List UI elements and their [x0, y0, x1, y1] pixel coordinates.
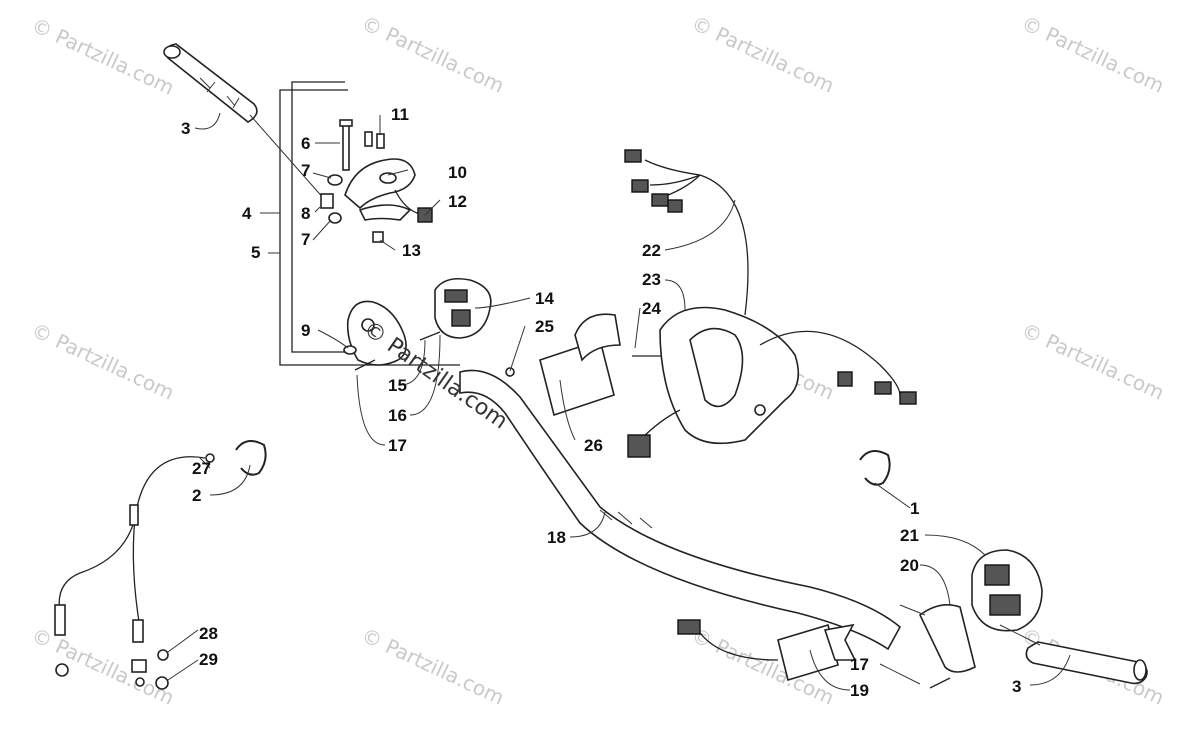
- callout-9: 9: [301, 321, 310, 340]
- watermark: © Partzilla.com: [1018, 318, 1168, 405]
- heat-shield-26: [539, 313, 621, 417]
- watermark: © Partzilla.com: [358, 623, 508, 710]
- callout-8: 8: [301, 204, 310, 223]
- spacers-7-8: [320, 174, 343, 224]
- callout-1: 1: [910, 499, 919, 518]
- screws-left: [354, 331, 441, 371]
- callout-27: 27: [192, 459, 211, 478]
- callout-6: 6: [301, 134, 310, 153]
- clamps: [235, 440, 891, 486]
- throttle-housing-9: [343, 300, 407, 366]
- watermark: © Partzilla.com: [28, 623, 178, 710]
- washers-28-29: [155, 649, 169, 690]
- item-25: [505, 367, 515, 377]
- watermark: © Partzilla.com: [28, 13, 178, 100]
- watermark: © Partzilla.com: [1018, 11, 1168, 98]
- watermark: © Partzilla.com: [688, 11, 838, 98]
- watermark: © Partzilla.com: [28, 318, 178, 405]
- callout-5: 5: [251, 243, 260, 262]
- callout-4: 4: [242, 204, 252, 223]
- item-11: [364, 131, 385, 149]
- callout-25: 25: [535, 317, 554, 336]
- callout-28: 28: [199, 624, 218, 643]
- callout-18: 18: [547, 528, 566, 547]
- watermark: © Partzilla.com: [358, 11, 508, 98]
- callout-2: 2: [192, 486, 201, 505]
- heat-element-19: [677, 619, 857, 682]
- item-13: [372, 231, 384, 243]
- callout-26: 26: [584, 436, 603, 455]
- throttle-cable-27: [54, 453, 215, 687]
- callout-24: 24: [642, 299, 661, 318]
- callout-16: 16: [388, 406, 407, 425]
- callout-12: 12: [448, 192, 467, 211]
- callout-15: 15: [388, 376, 407, 395]
- bracket-20: [918, 604, 976, 673]
- wiring-harness-22: [624, 149, 749, 316]
- switch-housing-14: [434, 277, 492, 339]
- callout-11: 11: [391, 105, 409, 124]
- right-grip: [899, 604, 1148, 685]
- callout-7-top: 7: [301, 161, 310, 180]
- callout-3-left: 3: [181, 119, 190, 138]
- handlebar-18: [459, 369, 902, 651]
- callout-3-right: 3: [1012, 677, 1021, 696]
- bolt-6: [339, 119, 353, 171]
- callout-10: 10: [448, 163, 467, 182]
- screw-17-right: [929, 677, 951, 689]
- leader-lines: [167, 112, 1071, 691]
- right-switch-21: [971, 549, 1043, 632]
- callout-7-bottom: 7: [301, 230, 310, 249]
- callout-13: 13: [402, 241, 421, 260]
- callout-29: 29: [199, 650, 218, 669]
- callout-21: 21: [900, 526, 919, 545]
- callout-labels: 3 6 11 7 10 4 8 12 7 5 13 22 23 14 24 25…: [181, 105, 1021, 700]
- callout-23: 23: [642, 270, 661, 289]
- callout-14: 14: [535, 289, 554, 308]
- callout-20: 20: [900, 556, 919, 575]
- throttle-lever-10: [344, 158, 416, 221]
- callout-17-left: 17: [388, 436, 407, 455]
- callout-22: 22: [642, 241, 661, 260]
- right-housing-23: [627, 306, 917, 458]
- callout-17-right: 17: [850, 655, 869, 674]
- callout-19: 19: [850, 681, 869, 700]
- left-grip: [163, 43, 326, 201]
